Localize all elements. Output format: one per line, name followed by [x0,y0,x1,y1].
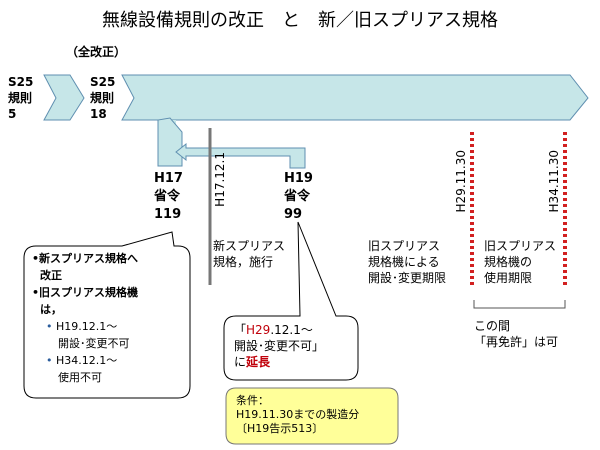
bullet-h34: • H34.12.1～ [46,354,118,367]
bullet-h19: • H19.12.1～ [46,320,118,333]
main-timeline-arrow [121,74,589,121]
s25-rule18-label: S25 規則 18 [90,75,116,121]
new-spurious-label: 新スプリアス 規格，施行 [213,239,286,269]
diagram-title: 無線設備規則の改正 と 新／旧スプリアス規格 [102,10,498,31]
condition-text: 条件： H19.11.30までの製造分 〔H19告示513〕 [236,394,360,435]
s25-rule5-label: S25 規則 5 [8,75,34,121]
h29-date-label: H29.11.30 [454,150,468,213]
full-revision-label: （全改正） [66,45,127,59]
bullet-dot-icon: • [46,320,53,333]
condition-box [225,387,399,445]
middle-callout-text: 「H29.12.1～ 開設･変更不可」 に延長 [234,323,325,369]
period-bracket [473,300,566,309]
left-callout-text: •新スプリアス規格へ 改正 •旧スプリアス規格機 は， • H19.12.1～ … [32,250,188,386]
middle-callout-bubble [223,221,359,381]
meanwhile-label: この間 「再免許」は可 [474,319,559,349]
bullet-dot-icon: • [46,354,53,367]
h17-ordinance-label: H17 省令 119 [154,171,183,222]
left-callout-bubble [23,231,191,399]
h34-date-label: H34.11.30 [547,150,561,213]
h29-hatched-marker [470,132,474,288]
h17-stem [157,117,183,167]
old-open-deadline-label: 旧スプリアス 規格機による 開設･変更期限 [368,239,447,285]
h19-return-arrow [175,142,306,169]
h17-date-label: H17.12.1 [213,152,227,207]
h34-hatched-marker [563,132,567,288]
old-use-deadline-label: 旧スプリアス 規格機の 使用期限 [484,239,557,285]
s25-rule5-arrow [43,74,85,121]
h19-ordinance-label: H19 省令 99 [284,171,313,222]
